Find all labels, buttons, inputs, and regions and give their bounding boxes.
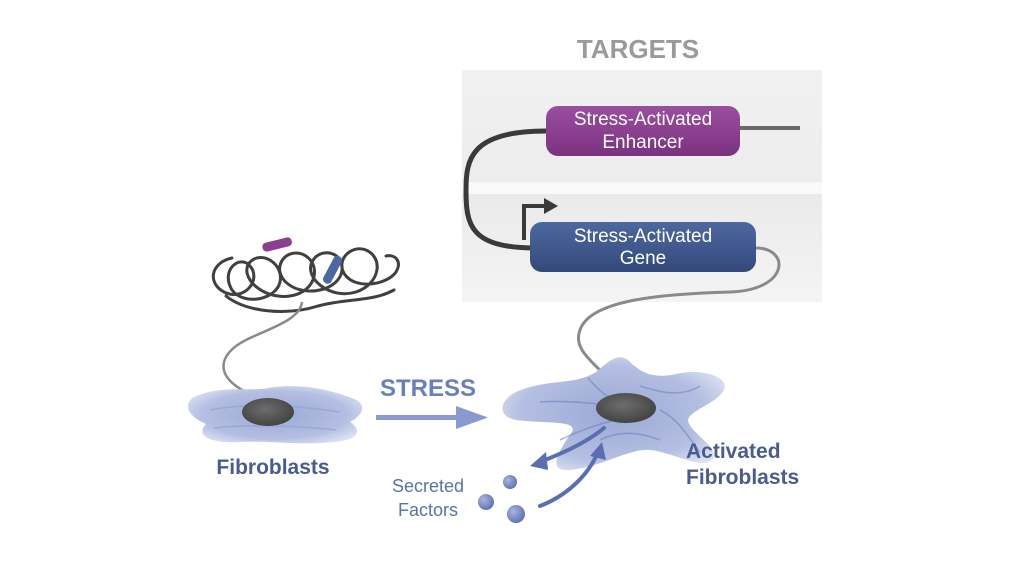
dna-strand-to-activated [576,246,781,396]
secreted-factor-dot [503,475,517,489]
dna-loop [463,128,549,251]
gene-label-line1: Stress-Activated [574,226,712,247]
tss-arrow-icon [522,198,558,240]
secreted-factor-dot [507,505,525,523]
feedback-arrow-icon [538,442,606,508]
secreted-factor-dots [478,475,525,523]
secreted-label-line1: Secreted [392,476,464,496]
activated-label-line1: Activated [686,440,781,463]
gene-element: Stress-Activated Gene [530,222,756,272]
stress-arrow-icon [376,406,488,429]
enhancer-element: Stress-Activated Enhancer [546,106,740,156]
enhancer-label-line1: Stress-Activated [574,109,712,130]
resting-fibroblast-cell [187,386,363,444]
gene-label-line2: Gene [620,248,666,269]
activated-fibroblast-cell [502,357,725,470]
activated-label-line2: Fibroblasts [686,466,799,489]
secreted-factor-dot [478,494,494,510]
secreted-label-line2: Factors [398,500,458,520]
stress-label: STRESS [380,375,476,402]
secretion-arrow-icon [530,426,606,470]
targets-heading: TARGETS [577,34,699,64]
enhancer-label-line2: Enhancer [602,132,684,153]
fibroblasts-label: Fibroblasts [216,456,329,479]
resting-nucleus [242,398,294,426]
chromatin-tangle-icon [211,237,400,313]
activated-nucleus [596,393,656,423]
